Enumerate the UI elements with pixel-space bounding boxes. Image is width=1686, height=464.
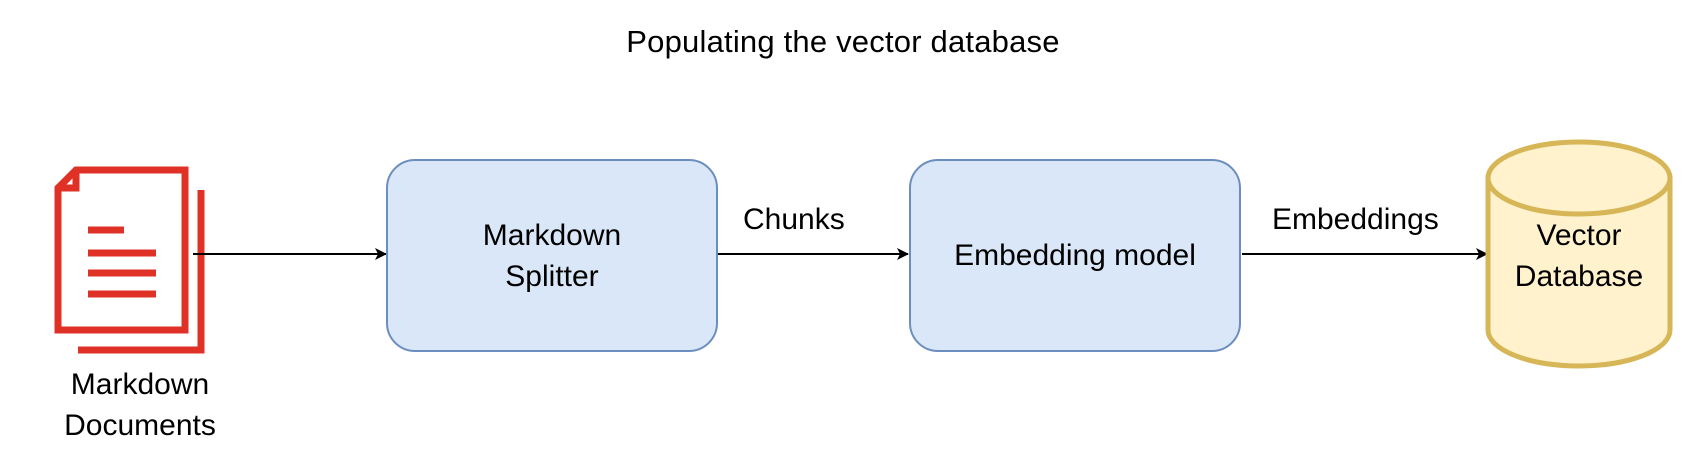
vector-database-cylinder: [1485, 139, 1673, 369]
markdown-splitter-box: [386, 159, 718, 352]
markdown-documents-label: Markdown Documents: [64, 368, 216, 442]
embedding-model-box: [909, 159, 1241, 352]
embeddings-edge-label: Embeddings: [1272, 203, 1439, 236]
markdown-splitter-label: Markdown Splitter: [482, 218, 622, 293]
diagram-title: Populating the vector database: [626, 24, 1060, 59]
document-icon: [54, 166, 205, 354]
chunks-edge-label: Chunks: [743, 203, 845, 236]
vector-database-label: Vector Database: [1514, 219, 1644, 293]
embedding-model-label: Embedding model: [954, 239, 1196, 272]
